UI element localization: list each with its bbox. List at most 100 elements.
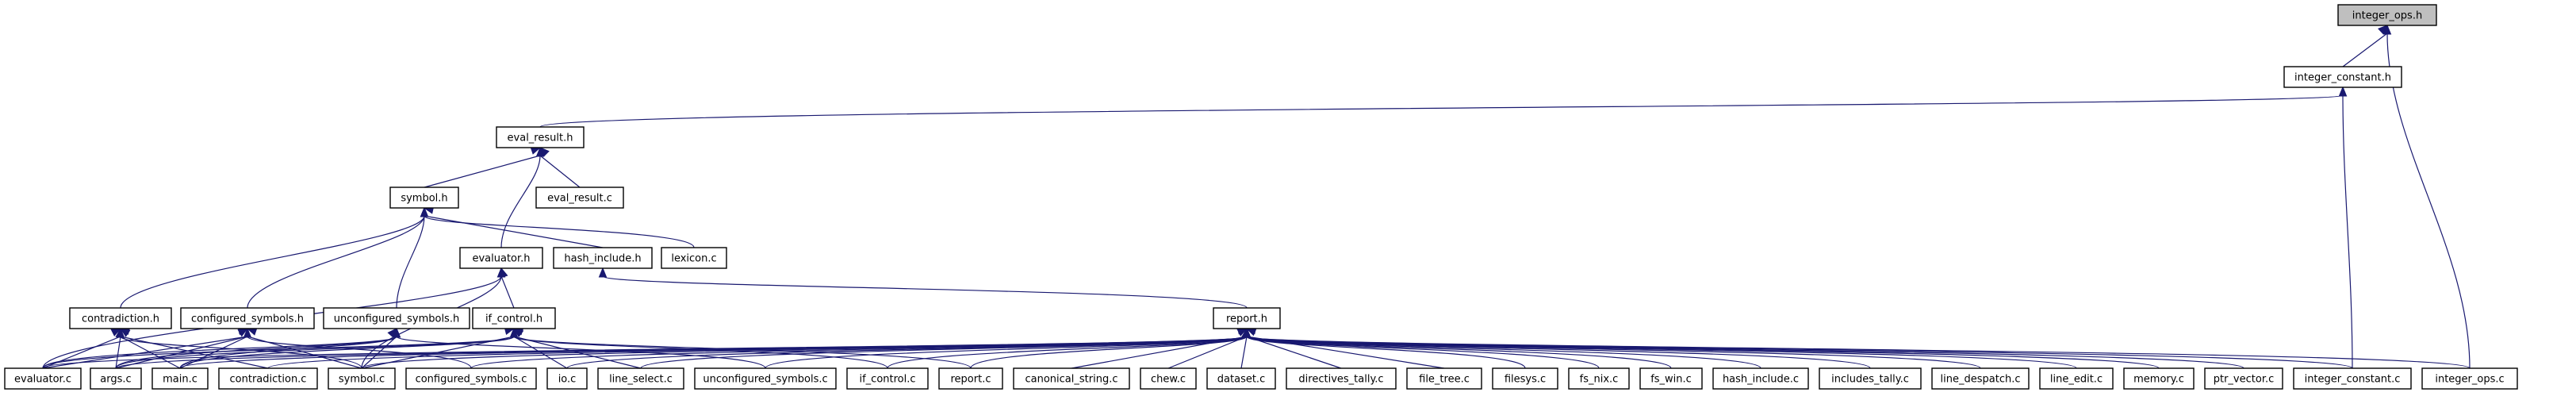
node-box — [1013, 367, 1130, 390]
edge-integer-ops-c-to-report-h — [1242, 327, 2471, 369]
node-box — [323, 307, 470, 329]
node-label: hash_include.c — [1723, 374, 1799, 386]
node-box — [2337, 4, 2437, 26]
node-label: integer_constant.c — [2305, 374, 2401, 386]
node-unconfigured-symbols-h[interactable]: unconfigured_symbols.h — [323, 307, 470, 329]
node-contradiction-c[interactable]: contradiction.c — [218, 367, 318, 390]
node-ptr-vector-c[interactable]: ptr_vector.c — [2204, 367, 2283, 390]
node-label: canonical_string.c — [1025, 374, 1118, 386]
node-memory-c[interactable]: memory.c — [2123, 367, 2195, 390]
node-args-c[interactable]: args.c — [90, 367, 142, 390]
node-label: fs_win.c — [1650, 374, 1692, 386]
node-label: evaluator.c — [14, 374, 71, 386]
node-label: contradiction.h — [82, 313, 159, 325]
edges-layer — [42, 24, 2471, 369]
node-eval-result-h[interactable]: eval_result.h — [496, 126, 585, 148]
node-configured-symbols-h[interactable]: configured_symbols.h — [180, 307, 315, 329]
node-line-edit-c[interactable]: line_edit.c — [2039, 367, 2114, 390]
node-line-select-c[interactable]: line_select.c — [597, 367, 684, 390]
node-box — [405, 367, 537, 390]
edge-configured-symbols-c-to-configured-symbols-h — [243, 327, 472, 369]
node-label: if_control.c — [859, 374, 915, 386]
node-symbol-h[interactable]: symbol.h — [389, 187, 459, 209]
edge-integer-constant-c-to-integer-constant-h — [2338, 86, 2353, 369]
node-box — [597, 367, 684, 390]
node-label: lexicon.c — [671, 253, 716, 265]
node-eval-result-c[interactable]: eval_result.c — [535, 187, 624, 209]
edge-args-c-to-configured-symbols-h — [115, 327, 249, 369]
node-label: integer_ops.h — [2352, 10, 2422, 22]
node-report-h[interactable]: report.h — [1213, 307, 1281, 329]
node-label: contradiction.c — [230, 374, 307, 386]
node-label: eval_result.c — [547, 193, 612, 205]
node-box — [151, 367, 209, 390]
node-box — [546, 367, 588, 390]
node-box — [90, 367, 142, 390]
node-hash-include-h[interactable]: hash_include.h — [553, 247, 653, 269]
node-directives-tally-c[interactable]: directives_tally.c — [1286, 367, 1397, 390]
node-report-c[interactable]: report.c — [938, 367, 1003, 390]
edge-configured-symbols-h-to-symbol-h — [247, 206, 429, 309]
node-canonical-string-c[interactable]: canonical_string.c — [1013, 367, 1130, 390]
node-symbol-c[interactable]: symbol.c — [328, 367, 396, 390]
node-contradiction-h[interactable]: contradiction.h — [69, 307, 172, 329]
node-fs-win-c[interactable]: fs_win.c — [1639, 367, 1703, 390]
node-hash-include-c[interactable]: hash_include.c — [1712, 367, 1809, 390]
node-label: if_control.h — [485, 313, 542, 325]
edge-eval-result-h-to-integer-constant-h — [539, 86, 2348, 128]
node-label: line_despatch.c — [1941, 374, 2021, 386]
nodes-layer: integer_ops.h integer_constant.h eval_resu… — [4, 4, 2518, 390]
node-fs-nix-c[interactable]: fs_nix.c — [1568, 367, 1630, 390]
node-integer-constant-h[interactable]: integer_constant.h — [2283, 66, 2402, 88]
node-unconfigured-symbols-c[interactable]: unconfigured_symbols.c — [694, 367, 837, 390]
node-label: chew.c — [1151, 374, 1186, 386]
edge-report-c-to-report-h — [970, 327, 1252, 369]
node-filesys-c[interactable]: filesys.c — [1492, 367, 1558, 390]
edge-unconfigured-symbols-h-to-symbol-h — [396, 206, 429, 309]
node-label: args.c — [100, 374, 131, 386]
node-box — [180, 307, 315, 329]
node-main-c[interactable]: main.c — [151, 367, 209, 390]
edge-symbol-c-to-contradiction-h — [116, 327, 362, 369]
node-if-control-h[interactable]: if_control.h — [472, 307, 556, 329]
node-box — [1819, 367, 1922, 390]
node-box — [535, 187, 624, 209]
node-box — [389, 187, 459, 209]
node-box — [2123, 367, 2195, 390]
node-box — [218, 367, 318, 390]
node-box — [1712, 367, 1809, 390]
node-file-tree-c[interactable]: file_tree.c — [1406, 367, 1482, 390]
node-label: main.c — [163, 374, 197, 386]
node-evaluator-h[interactable]: evaluator.h — [459, 247, 543, 269]
node-chew-c[interactable]: chew.c — [1140, 367, 1197, 390]
node-box — [938, 367, 1003, 390]
node-integer-ops-c[interactable]: integer_ops.c — [2421, 367, 2518, 390]
node-label: directives_tally.c — [1298, 374, 1383, 386]
node-box — [69, 307, 172, 329]
node-label: file_tree.c — [1419, 374, 1470, 386]
node-box — [328, 367, 396, 390]
node-dataset-c[interactable]: dataset.c — [1206, 367, 1276, 390]
node-box — [553, 247, 653, 269]
node-configured-symbols-c[interactable]: configured_symbols.c — [405, 367, 537, 390]
edge-lexicon-c-to-symbol-h — [420, 206, 695, 248]
node-evaluator-c[interactable]: evaluator.c — [4, 367, 82, 390]
node-includes-tally-c[interactable]: includes_tally.c — [1819, 367, 1922, 390]
node-label: filesys.c — [1505, 374, 1546, 386]
node-box — [1206, 367, 1276, 390]
node-label: line_edit.c — [2050, 374, 2103, 386]
node-if-control-c[interactable]: if_control.c — [846, 367, 929, 390]
node-box — [1406, 367, 1482, 390]
node-box — [1213, 307, 1281, 329]
node-label: integer_constant.h — [2294, 72, 2391, 84]
node-box — [2204, 367, 2283, 390]
node-integer-constant-c[interactable]: integer_constant.c — [2293, 367, 2412, 390]
node-box — [1931, 367, 2030, 390]
edge-symbol-h-to-eval-result-h — [424, 146, 542, 188]
node-lexicon-c[interactable]: lexicon.c — [661, 247, 727, 269]
node-line-despatch-c[interactable]: line_despatch.c — [1931, 367, 2030, 390]
edge-evaluator-h-to-eval-result-h — [500, 146, 545, 248]
edge-integer-constant-h-to-integer-ops-h — [2342, 25, 2388, 67]
node-io-c[interactable]: io.c — [546, 367, 588, 390]
